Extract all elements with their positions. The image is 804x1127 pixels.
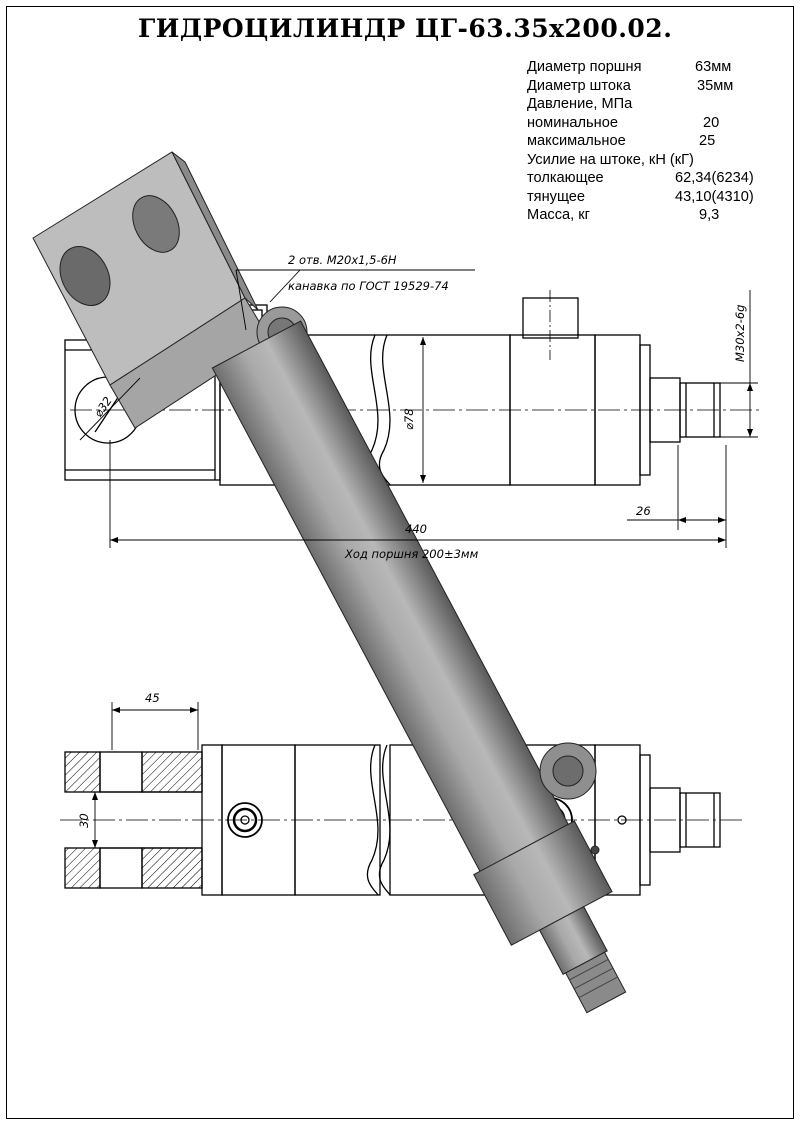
spec-row-pull-force: тянущее 43,10(4310): [527, 188, 772, 207]
spec-row-pressure-heading: Давление, МПа: [527, 95, 772, 114]
thread-label: М30х2-6g: [733, 305, 747, 362]
dim-440-label: 440: [405, 522, 427, 536]
spec-row-nominal-pressure: номинальное 20: [527, 114, 772, 133]
spec-row-force-heading: Усилие на штоке, кН (кГ): [527, 151, 772, 170]
spec-value: 35мм: [697, 77, 734, 94]
bottom-view: [60, 744, 745, 896]
spec-label: толкающее: [527, 170, 604, 186]
spec-row-mass: Масса, кг 9,3: [527, 206, 772, 225]
body-diameter-label: ⌀78: [402, 408, 416, 430]
spec-label: Давление, МПа: [527, 96, 633, 112]
spec-label: Диаметр поршня: [527, 59, 642, 75]
spec-row-piston-diameter: Диаметр поршня 63мм: [527, 58, 772, 77]
spec-row-rod-diameter: Диаметр штока 35мм: [527, 77, 772, 96]
spec-value: 20: [703, 114, 720, 131]
groove-label: канавка по ГОСТ 19529-74: [288, 279, 449, 293]
spec-label: номинальное: [527, 114, 618, 131]
spec-label: тянущее: [527, 188, 586, 205]
spec-row-push-force: толкающее 62,34(6234): [527, 169, 772, 188]
spec-label: Масса, кг: [527, 207, 590, 223]
dim-45-label: 45: [145, 691, 160, 705]
dimension-lines: [79, 269, 758, 848]
spec-value: 63мм: [695, 59, 732, 75]
specifications-table: Диаметр поршня 63мм Диаметр штока 35мм Д…: [527, 58, 772, 225]
isometric-cylinder: [211, 320, 627, 1014]
stroke-label: Ход поршня 200±3мм: [344, 547, 479, 561]
spec-row-max-pressure: максимальное 25: [527, 132, 772, 151]
spec-value: 43,10(4310): [675, 188, 754, 205]
pin-diameter-label: ⌀32: [91, 394, 115, 420]
rear-port: [522, 297, 579, 339]
spec-value: 9,3: [699, 207, 720, 223]
spec-value: 62,34(6234): [675, 170, 754, 186]
drawing-title: ГИДРОЦИЛИНДР ЦГ-63.35х200.02.: [138, 14, 673, 43]
dim-30-label: 30: [77, 813, 91, 828]
spec-label: максимальное: [527, 133, 626, 149]
spec-label: Усилие на штоке, кН (кГ): [527, 151, 694, 168]
ports-label: 2 отв. М20х1,5-6Н: [288, 253, 397, 267]
isometric-render: [32, 151, 627, 1014]
dim-26-label: 26: [636, 504, 651, 518]
spec-value: 25: [699, 133, 716, 149]
spec-label: Диаметр штока: [527, 77, 631, 94]
drawing-frame: [6, 6, 794, 1119]
